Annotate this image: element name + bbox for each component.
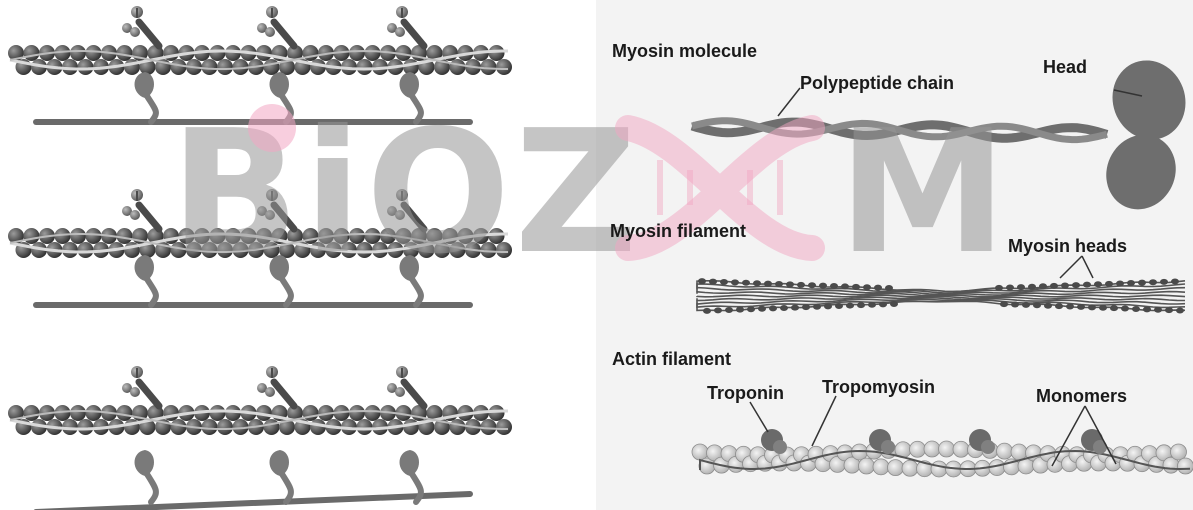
label-myosin-filament: Myosin filament	[610, 222, 746, 240]
label-polypeptide-chain: Polypeptide chain	[800, 74, 954, 92]
label-troponin: Troponin	[707, 384, 784, 402]
label-actin-filament: Actin filament	[612, 350, 731, 368]
label-monomers: Monomers	[1036, 387, 1127, 405]
label-head: Head	[1043, 58, 1087, 76]
label-tropomyosin: Tropomyosin	[822, 378, 935, 396]
label-myosin-heads: Myosin heads	[1008, 237, 1127, 255]
label-myosin-molecule: Myosin molecule	[612, 42, 757, 60]
